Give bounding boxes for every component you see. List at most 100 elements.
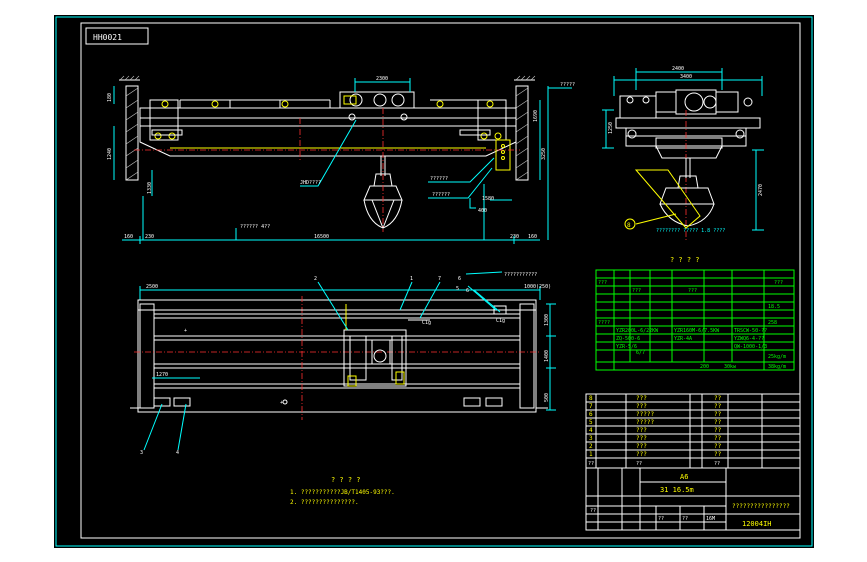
svg-text:??: ?? <box>714 427 722 434</box>
plan-dim-right: 1000(250) <box>524 284 551 290</box>
plan-trolley <box>343 329 407 387</box>
param-cell-a: ??? <box>598 280 607 286</box>
svg-text:6: 6 <box>589 411 593 418</box>
dim-right-offset: 230 <box>510 234 519 240</box>
dim-rail-height: 1240 <box>107 148 113 160</box>
outer-border <box>55 16 813 547</box>
svg-text:??: ?? <box>714 403 722 410</box>
svg-text:??: ?? <box>714 451 722 458</box>
callout-upper: ?????? <box>430 176 448 182</box>
balloon-4: 4 <box>176 450 179 456</box>
dim-wall-top: 180 <box>107 93 113 102</box>
rail-top-label: ????? <box>560 82 575 88</box>
plan-dim-cab: 1270 <box>156 372 168 378</box>
balloon-1: 1 <box>410 276 413 282</box>
balloon-6b: 6 <box>466 288 469 294</box>
plan-callout: ??????????? <box>504 272 537 278</box>
param-cell-l: YZR-4A <box>674 336 692 342</box>
bom-row-6: 6??????? <box>589 411 722 418</box>
plan-end-mark: C1g <box>496 318 505 324</box>
plan-dim-middle: 1400 <box>544 350 550 362</box>
side-dim-height: 1250 <box>608 122 614 134</box>
front-elevation-view: 2300 16500 160 230 230 160 ????? JHD????… <box>107 75 575 244</box>
svg-text:1: 1 <box>589 451 593 458</box>
drawing-number-box <box>85 27 149 45</box>
svg-text:??: ?? <box>714 419 722 426</box>
dim-girder-height: 1690 <box>533 110 539 122</box>
balloon-3: 3 <box>140 450 143 456</box>
parts-list: 8????? 7????? 6??????? 5??????? 4????? 3… <box>585 393 801 469</box>
side-view: 2400 3400 1250 2470 8 ????? <box>602 66 764 240</box>
param-cell-n: YZR-5/6 <box>616 344 637 350</box>
balloon-5: 5 <box>456 286 459 292</box>
dim-left-end: 160 <box>124 234 133 240</box>
dim-hook-travel: ?????? 4?? <box>240 224 270 230</box>
svg-text:??: ?? <box>714 443 722 450</box>
side-dim-overall: 3400 <box>680 74 692 80</box>
param-cell-o: QW-1000-1/3 <box>734 344 767 350</box>
notes-title: ? ? ? ? <box>331 476 361 484</box>
trolley-leader <box>300 119 357 187</box>
param-cell-k: ZQ-500-6 <box>616 336 640 342</box>
title-cell-b: 16M <box>706 516 715 522</box>
trolley-callout: JHD???? <box>300 180 321 186</box>
param-cell-p: 25kg/m <box>768 354 786 360</box>
bom-row-3: 3????? <box>589 435 722 442</box>
svg-text:???: ??? <box>636 435 647 442</box>
param-cell-f: 258 <box>768 320 777 326</box>
bom-row-2: 2????? <box>589 443 722 450</box>
svg-text:7: 7 <box>589 403 593 410</box>
parameter-table: ? ? ? ? ??? ??? ??? ??? 18.5 258 ???? YZ… <box>595 256 795 371</box>
bom-row-8: 8????? <box>589 395 722 402</box>
dim-cab-width: 1580 <box>482 196 494 202</box>
param-cell-q: 38kg/m <box>768 364 786 370</box>
title-block: A6 31 16.5m ???????????????? 12004IH ?? … <box>585 467 801 531</box>
dim-trolley-gauge: 2300 <box>376 76 388 82</box>
svg-text:5: 5 <box>589 419 593 426</box>
balloon-6: 6 <box>458 276 461 282</box>
param-cell-r: 200 <box>700 364 709 370</box>
svg-text:??: ?? <box>714 411 722 418</box>
svg-text:???: ??? <box>636 427 647 434</box>
svg-text:+: + <box>280 400 283 406</box>
svg-text:?????: ????? <box>636 411 654 418</box>
title-capacity: 31 16.5m <box>660 486 694 494</box>
svg-text:??: ?? <box>588 461 594 467</box>
side-dim-grab: 2470 <box>758 184 764 196</box>
note-2: 2. ???????????????. <box>290 499 359 506</box>
param-cell-i: YZR160M-6/7.5KW <box>674 328 720 334</box>
dim-span: 16500 <box>314 234 329 240</box>
svg-text:4: 4 <box>589 427 593 434</box>
balloon-7: 7 <box>438 276 441 282</box>
side-dim-wheelbase: 2400 <box>672 66 684 72</box>
svg-text:???: ??? <box>636 451 647 458</box>
drawing-sheet: HH0021 <box>54 15 814 548</box>
param-cell-b: ??? <box>632 288 641 294</box>
plan-dim-upper: 1300 <box>544 314 550 326</box>
svg-text:??: ?? <box>714 395 722 402</box>
title-cell-a: ?? <box>658 516 664 522</box>
param-cell-d: ??? <box>774 280 783 286</box>
svg-text:??: ?? <box>714 461 720 467</box>
title-drawing-name: ???????????????? <box>732 503 790 510</box>
plan-trolley-mark: C1g <box>422 320 431 326</box>
side-grab-note: ???????? ????? 1.8 ???? <box>656 228 725 234</box>
drawing-number-mirror: HH0021 <box>93 33 122 42</box>
technical-requirements: ? ? ? ? 1. ???????????JB/T1405-93???. 2.… <box>290 476 395 506</box>
svg-text:?????: ????? <box>636 419 654 426</box>
param-cell-g: ???? <box>598 320 610 326</box>
svg-text:+: + <box>184 328 187 334</box>
param-cell-j: TRSCW-50-?? <box>734 328 767 334</box>
side-balloon: 8 <box>627 222 631 229</box>
dim-cab-height: 1330 <box>147 182 153 194</box>
bom-row-1: 1????? <box>589 451 722 458</box>
dim-cab-offset: 400 <box>478 208 487 214</box>
svg-text:???: ??? <box>636 443 647 450</box>
drawing-canvas: HH0021 <box>55 16 813 547</box>
bom-row-5: 5??????? <box>589 419 722 426</box>
title-drawing-code: 12004IH <box>742 520 772 528</box>
svg-text:???: ??? <box>636 395 647 402</box>
param-cell-m: YZWQ6-4-?? <box>734 336 764 342</box>
bom-row-4: 4????? <box>589 427 722 434</box>
